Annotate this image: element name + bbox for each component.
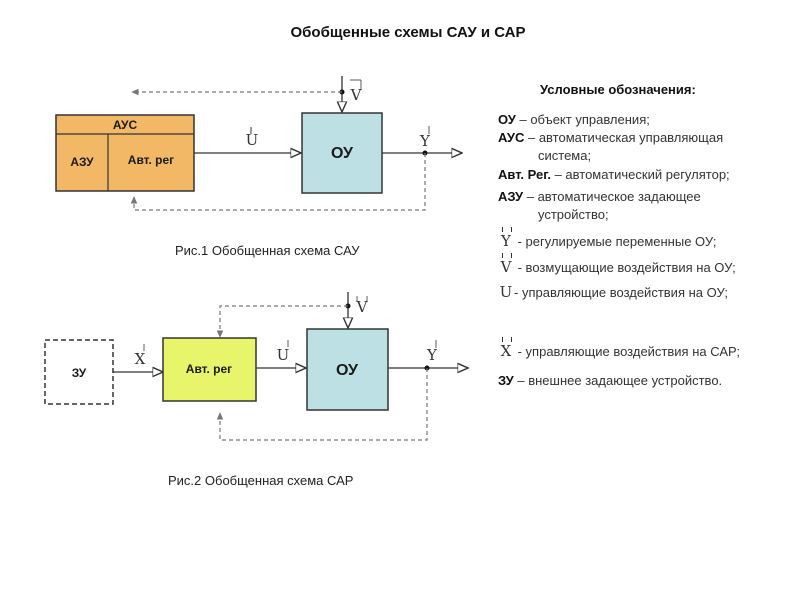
y-symbol-1: Y — [419, 126, 431, 150]
svg-text:U: U — [277, 346, 290, 364]
x-symbol-icon: X — [498, 337, 514, 360]
svg-text:U: U — [246, 131, 259, 149]
legend-symbol-v: V - возмущающие воздействия на ОУ; — [498, 253, 736, 276]
zu-block — [44, 339, 114, 405]
legend-item-aus-cont: система; — [538, 148, 592, 163]
ou-label-2: ОУ — [336, 362, 359, 379]
y-feedback-dashed-2 — [220, 368, 428, 441]
legend-item-azu-cont: устройство; — [538, 207, 609, 222]
figure1-caption: Рис.1 Обобщенная схема САУ — [175, 243, 360, 258]
u-symbol-2: U — [277, 340, 290, 364]
ou-block-2 — [306, 328, 389, 411]
u-symbol-1: U — [246, 127, 259, 149]
v-symbol-2: V — [356, 296, 369, 316]
svg-text:X: X — [135, 350, 146, 368]
v-symbol-icon: V — [498, 253, 514, 276]
azu-label: АЗУ — [70, 155, 94, 169]
reg-block-2 — [162, 337, 257, 402]
figure-2: ЗУ X Авт. рег U ОУ V Y — [44, 292, 468, 441]
y-feedback-dashed-1 — [134, 153, 426, 211]
u-symbol-icon: U — [499, 283, 513, 301]
legend-symbol-y: Y - регулируемые переменные ОУ; — [498, 227, 716, 250]
legend-item-zu: ЗУ – внешнее задающее устройство. — [498, 373, 723, 388]
legend-heading: Условные обозначения: — [540, 82, 696, 97]
zu-label: ЗУ — [72, 366, 87, 380]
v-symbol-1: V — [350, 79, 363, 104]
ou-label-1: ОУ — [331, 145, 354, 162]
reg-label-2: Авт. рег — [186, 362, 232, 376]
svg-text:V: V — [356, 298, 369, 316]
reg-label-1: Авт. рег — [128, 153, 174, 167]
legend-item-azu: АЗУ – автоматическое задающее — [498, 189, 701, 204]
page-title: Обобщенные схемы САУ и САР — [290, 24, 526, 41]
legend-item-reg: Авт. Рег. – автоматический регулятор; — [498, 167, 730, 182]
x-symbol: X — [135, 344, 146, 368]
y-symbol-2: Y — [426, 340, 438, 364]
figure-1: АУС АЗУ Авт. рег ОУ U V Y — [55, 76, 462, 211]
svg-text:V: V — [350, 86, 363, 104]
y-symbol-icon: Y — [498, 227, 514, 250]
v-feedforward-dashed-2 — [220, 305, 348, 337]
figure2-caption: Рис.2 Обобщенная схема САР — [168, 473, 354, 488]
legend-symbol-u: U- управляющие воздействия на ОУ; — [499, 283, 729, 301]
legend-symbol-x: X - управляющие воздействия на САР; — [498, 337, 740, 360]
legend-item-aus: АУС – автоматическая управляющая — [498, 130, 724, 145]
svg-text:Y: Y — [419, 132, 431, 150]
aus-label: АУС — [113, 118, 138, 132]
svg-text:Y: Y — [426, 346, 438, 364]
legend-item-ou: ОУ – объект управления; — [498, 112, 650, 127]
